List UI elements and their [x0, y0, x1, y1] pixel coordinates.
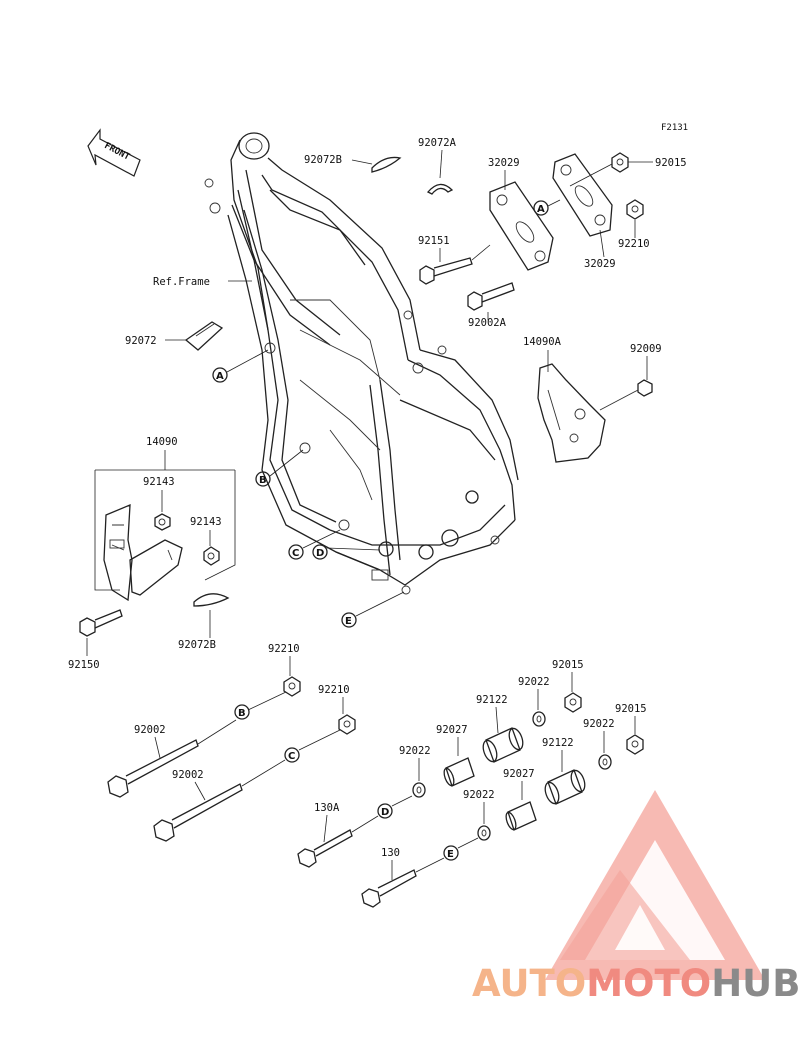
- label-92027-a: 92027: [436, 724, 468, 736]
- svg-text:E: E: [345, 616, 352, 627]
- svg-text:B: B: [238, 708, 246, 719]
- part-92002A-bolt: [467, 282, 515, 311]
- part-92210-nut-1: [283, 676, 301, 697]
- svg-text:A: A: [216, 371, 224, 382]
- part-92143-collar-a: [154, 513, 171, 531]
- label-32029-bottom: 32029: [584, 258, 616, 270]
- label-92143-b: 92143: [190, 516, 222, 528]
- part-92015-nut-right: [626, 734, 644, 755]
- label-92143-a: 92143: [143, 476, 175, 488]
- part-92150-bolt: [79, 609, 123, 637]
- part-14090A-guard: [537, 363, 606, 463]
- watermark-logo: [545, 790, 765, 980]
- part-92072A: [426, 183, 454, 195]
- callout-E-bolt: E: [443, 845, 459, 861]
- label-92022-b: 92022: [399, 745, 431, 757]
- label-92002-a: 92002: [134, 724, 166, 736]
- callout-B-bolt: B: [234, 704, 250, 720]
- callout-D-frame: D: [312, 544, 328, 560]
- part-92015-nut-mid: [564, 692, 582, 713]
- callout-E-frame: E: [341, 612, 357, 628]
- label-92015-mid: 92015: [552, 659, 584, 671]
- part-92022-washer-a: [532, 711, 546, 727]
- callout-D-bolt: D: [377, 803, 393, 819]
- label-92151: 92151: [418, 235, 450, 247]
- label-92210-mid1: 92210: [268, 643, 300, 655]
- part-92122-bushing-a: [482, 727, 524, 763]
- svg-text:D: D: [316, 548, 324, 559]
- motorcycle-frame: [204, 132, 519, 595]
- svg-text:B: B: [259, 475, 267, 486]
- label-92015-top: 92015: [655, 157, 687, 169]
- part-92210-nut-top: [626, 199, 644, 220]
- label-92022-d: 92022: [463, 789, 495, 801]
- label-92002-b: 92002: [172, 769, 204, 781]
- part-92122-bushing-b: [544, 769, 586, 805]
- svg-text:E: E: [447, 849, 454, 860]
- part-92210-nut-2: [338, 714, 356, 735]
- ref-frame-label: Ref.Frame: [153, 276, 210, 288]
- part-92072B-top: [371, 156, 402, 173]
- label-14090A: 14090A: [523, 336, 562, 348]
- part-14090-guard: [103, 504, 133, 602]
- part-92027-spacer-a: [443, 757, 475, 787]
- label-130A: 130A: [314, 802, 340, 814]
- diagram-code: F2131: [661, 123, 688, 133]
- label-92009: 92009: [630, 343, 662, 355]
- watermark-text: AUTOMOTOHUB: [472, 962, 800, 1005]
- part-32029-plate-left: [489, 181, 554, 271]
- label-92072B-top: 92072B: [304, 154, 342, 166]
- part-92151-bolt: [419, 257, 473, 285]
- label-32029-top: 32029: [488, 157, 520, 169]
- label-92210-mid2: 92210: [318, 684, 350, 696]
- label-92022-a: 92022: [518, 676, 550, 688]
- svg-text:C: C: [288, 751, 295, 762]
- label-92072B-bottom: 92072B: [178, 639, 216, 651]
- part-14090-bracket: [129, 539, 183, 596]
- part-92072-guard: [184, 321, 224, 351]
- part-92009-screw: [599, 379, 653, 411]
- callout-C-bolt: C: [284, 747, 300, 763]
- part-92022-washer-d: [477, 825, 491, 841]
- part-92143-collar-b: [203, 546, 220, 566]
- label-92150: 92150: [68, 659, 100, 671]
- part-92002-long-bolt-1: [107, 739, 199, 798]
- label-92015-right: 92015: [615, 703, 647, 715]
- part-92015-nut-top: [611, 152, 629, 173]
- part-130-bolt: [361, 869, 417, 908]
- part-92022-washer-c: [598, 754, 612, 770]
- label-130: 130: [381, 847, 400, 859]
- callout-A-frame: A: [212, 367, 228, 383]
- label-92122-b: 92122: [542, 737, 574, 749]
- part-92002-long-bolt-2: [153, 783, 243, 842]
- part-92072B-clip-bottom: [193, 593, 230, 607]
- callout-C-frame: C: [288, 544, 304, 560]
- part-92027-spacer-b: [505, 801, 537, 831]
- callout-A-plate: A: [533, 200, 549, 216]
- part-32029-plate-right: [552, 153, 613, 237]
- label-92072A: 92072A: [418, 137, 457, 149]
- front-arrow-icon: FRONT: [87, 128, 141, 177]
- svg-text:C: C: [292, 548, 299, 559]
- label-92072: 92072: [125, 335, 157, 347]
- svg-text:D: D: [381, 807, 389, 818]
- label-92210-top: 92210: [618, 238, 650, 250]
- svg-text:A: A: [537, 204, 545, 215]
- part-130A-bolt: [297, 829, 353, 868]
- label-92022-c: 92022: [583, 718, 615, 730]
- callout-B-frame: B: [255, 471, 271, 487]
- label-92002A: 92002A: [468, 317, 507, 329]
- label-92122-a: 92122: [476, 694, 508, 706]
- part-92022-washer-b: [412, 782, 426, 798]
- label-14090: 14090: [146, 436, 178, 448]
- label-92027-b: 92027: [503, 768, 535, 780]
